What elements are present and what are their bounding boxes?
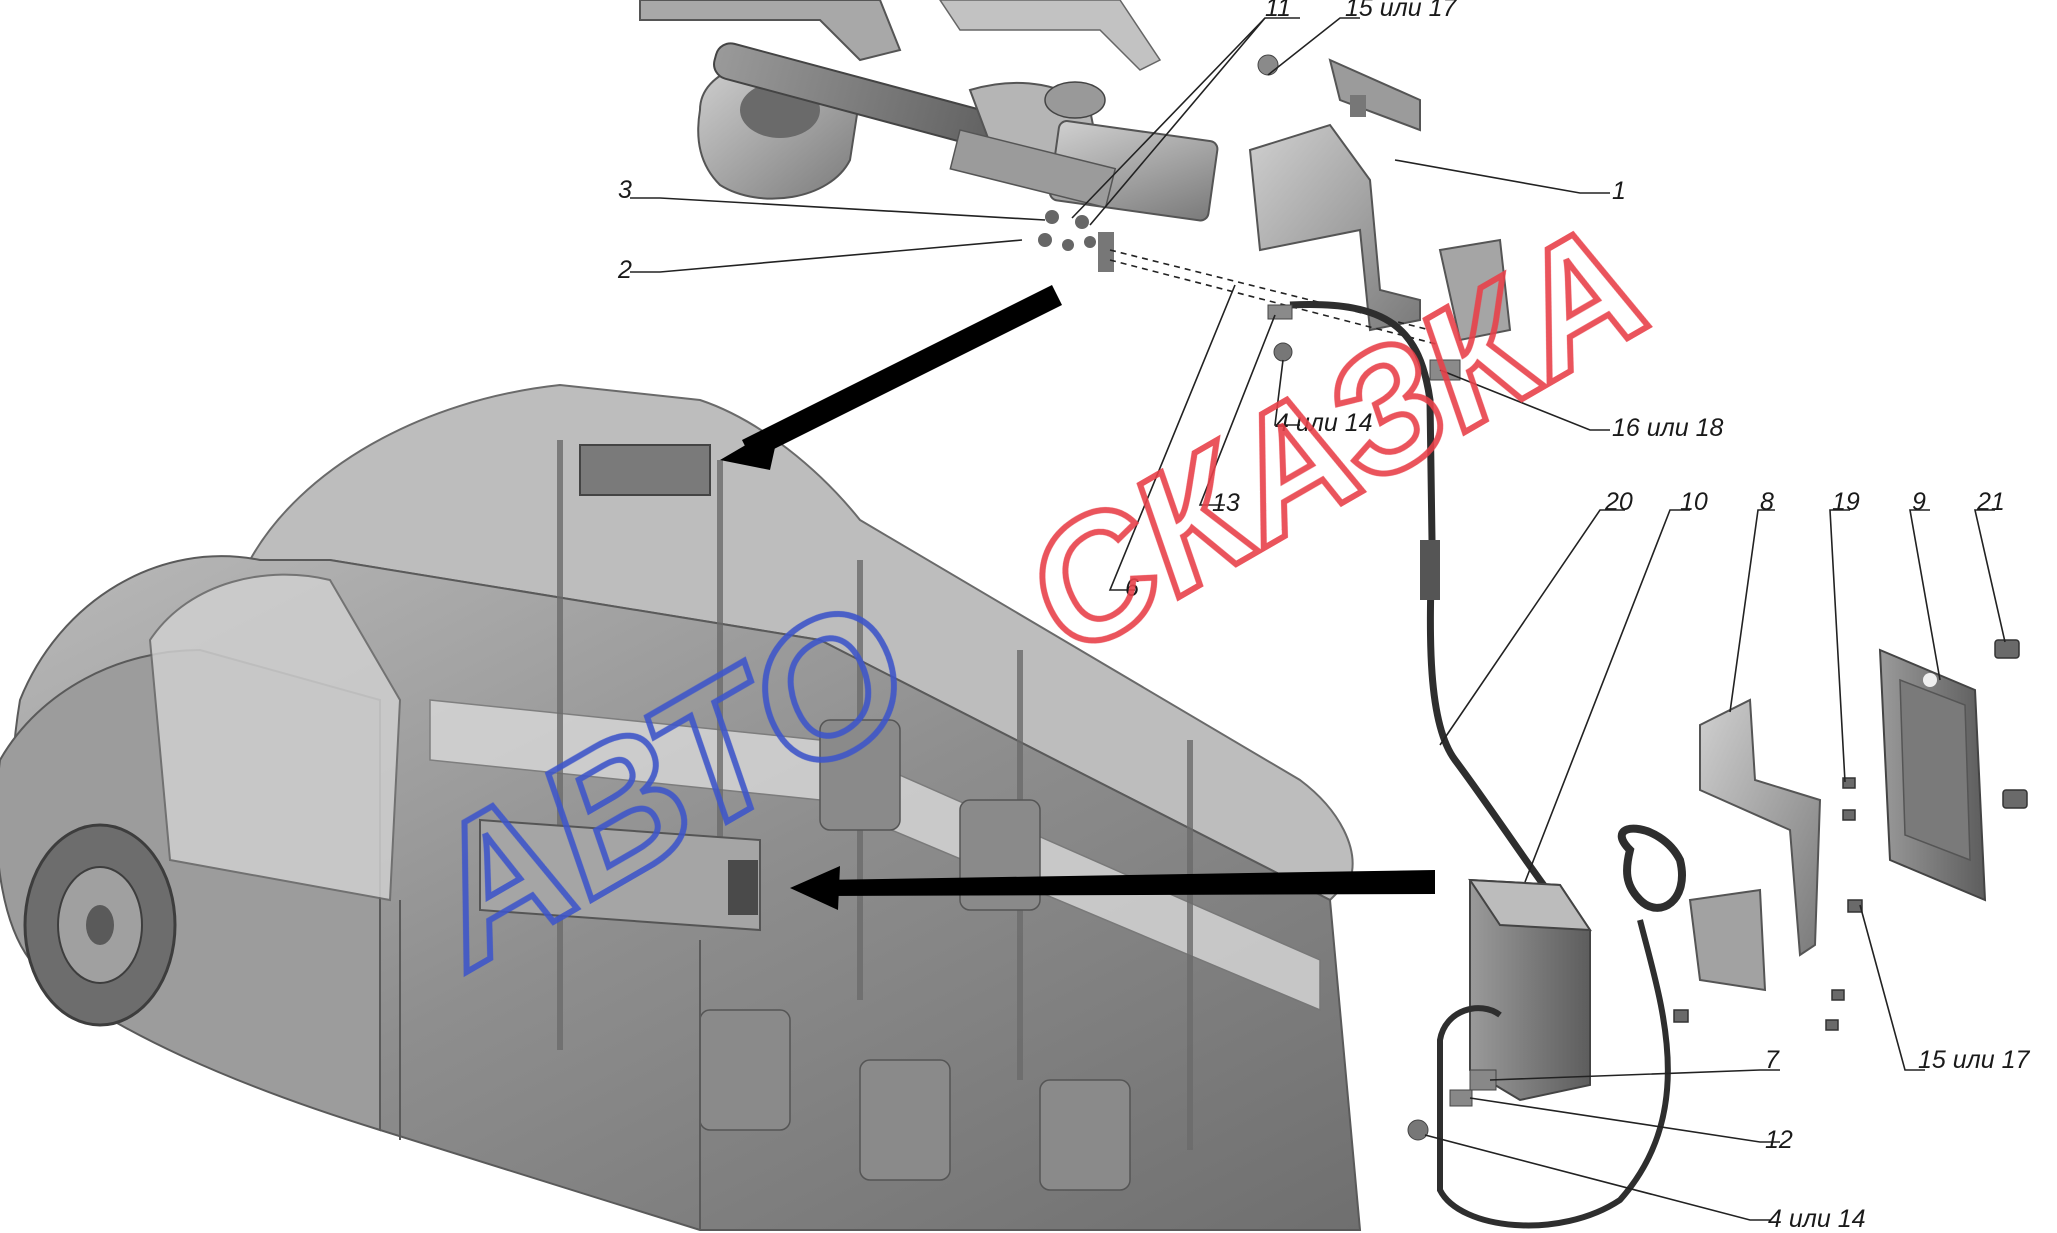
- bracket-part-1: [1248, 58, 1512, 342]
- callout-2: 2: [617, 256, 632, 284]
- callout-19: 19: [1832, 488, 1860, 516]
- callout-16-or-18: 16 или 18: [1612, 414, 1724, 442]
- callout-10: 10: [1680, 488, 1708, 516]
- callout-4-or-14-bottom: 4 или 14: [1768, 1205, 1866, 1233]
- pointer-arrows: [720, 285, 1435, 910]
- cover-part-9: [1878, 648, 1987, 902]
- callout-11: 11: [1265, 0, 1291, 22]
- callout-4-or-14-top: 4 или 14: [1275, 409, 1373, 437]
- callout-6: 6: [1125, 574, 1139, 602]
- bracket-part-8: [1688, 698, 1822, 992]
- callout-3: 3: [618, 176, 632, 204]
- callout-9: 9: [1912, 488, 1926, 516]
- callout-15-or-17-top: 15 или 17: [1345, 0, 1458, 22]
- minibus-illustration: [0, 383, 1362, 1231]
- callout-21: 21: [1976, 488, 2005, 516]
- callout-15-or-17-right: 15 или 17: [1918, 1046, 2031, 1074]
- control-box-part-10: [1468, 878, 1592, 1102]
- door-drive-mechanism: [639, 0, 1219, 272]
- callout-20: 20: [1604, 488, 1633, 516]
- callout-1: 1: [1612, 177, 1626, 205]
- callout-labels: 1 2 3 11 15 или 17 16 или 18 4 или 14 13…: [617, 0, 2031, 1233]
- callout-7: 7: [1765, 1046, 1780, 1074]
- callout-12: 12: [1765, 1126, 1793, 1154]
- leader-lines: [630, 17, 2006, 1221]
- callout-13: 13: [1212, 489, 1240, 517]
- watermark-word-skazka: СКАЗКА: [994, 187, 1678, 692]
- callout-8: 8: [1760, 488, 1774, 516]
